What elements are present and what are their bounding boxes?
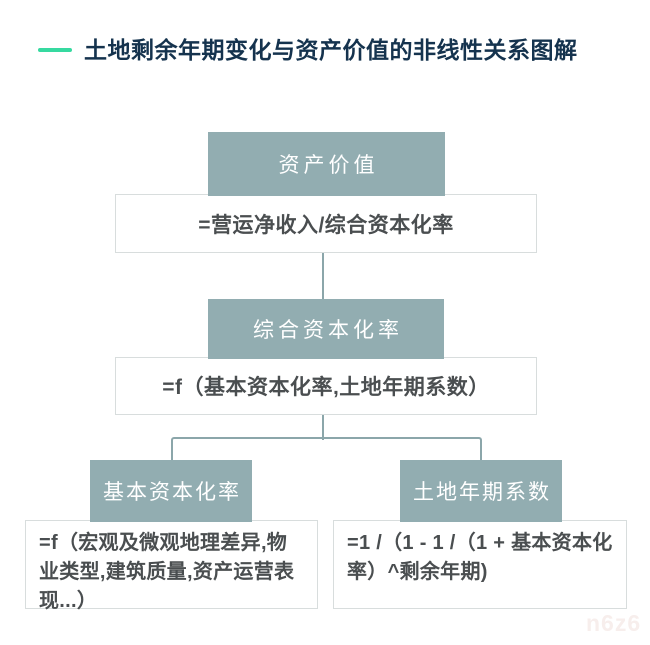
formula-overall-cap-rate-text: =f（基本资本化率,土地年期系数）: [162, 376, 490, 399]
page-title: 土地剩余年期变化与资产价值的非线性关系图解: [84, 37, 578, 63]
formula-asset-value-text: =营运净收入/综合资本化率: [198, 213, 454, 237]
connector-stem-level1-level2: [322, 252, 324, 300]
node-base-cap-rate-label: 基本资本化率: [103, 481, 241, 504]
formula-base-cap-rate: =f（宏观及微观地理差异,物业类型,建筑质量,资产运营表现...）: [25, 520, 318, 612]
node-asset-value-label: 资产价值: [278, 154, 379, 177]
formula-base-cap-rate-text: =f（宏观及微观地理差异,物业类型,建筑质量,资产运营表现...）: [39, 532, 295, 612]
formula-land-tenure-factor: =1 /（1 - 1 /（1 + 基本资本化率）^剩余年期): [333, 520, 627, 609]
node-base-cap-rate: 基本资本化率: [90, 460, 252, 522]
formula-overall-cap-rate: =f（基本资本化率,土地年期系数）: [115, 357, 537, 415]
node-asset-value: 资产价值: [208, 132, 445, 196]
connector-stem-level2-branch: [322, 414, 324, 440]
formula-asset-value: =营运净收入/综合资本化率: [115, 194, 537, 253]
node-land-tenure-factor-label: 土地年期系数: [413, 481, 551, 504]
node-overall-cap-rate-label: 综合资本化率: [253, 319, 403, 342]
node-overall-cap-rate: 综合资本化率: [208, 299, 444, 359]
title-dash-icon: [38, 48, 72, 52]
node-land-tenure-factor: 土地年期系数: [400, 460, 562, 522]
watermark: n6z6: [586, 610, 642, 636]
formula-land-tenure-factor-text: =1 /（1 - 1 /（1 + 基本资本化率）^剩余年期): [347, 532, 613, 583]
connector-branch-tee: [171, 437, 482, 461]
